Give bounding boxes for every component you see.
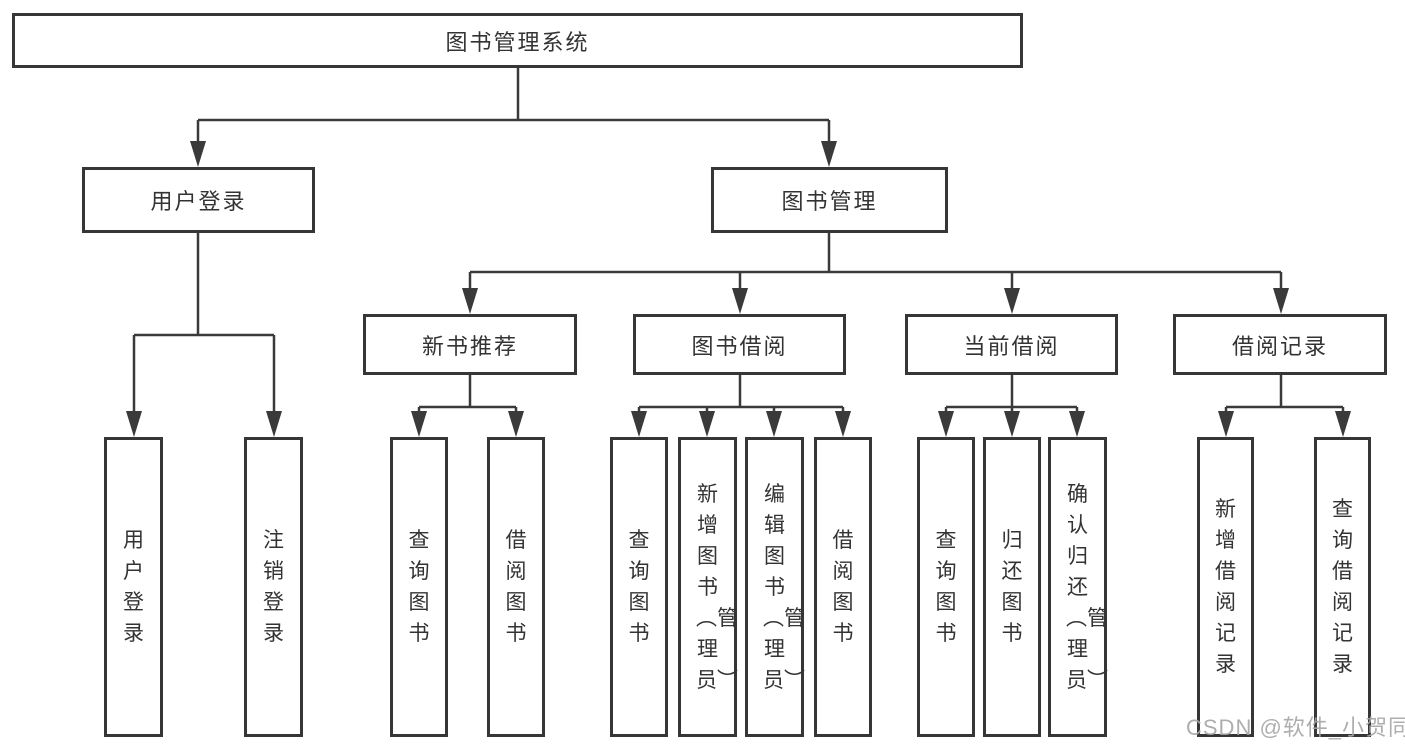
leaf-br-query-record-label: 查询借阅记录 xyxy=(1332,498,1353,676)
leaf-cb-return-books: 归还图书 xyxy=(983,437,1041,737)
leaf-br-add-record-label: 新增借阅记录 xyxy=(1215,498,1236,676)
leaf-logout: 注销登录 xyxy=(244,437,303,737)
leaf-bb-query-books: 查询图书 xyxy=(610,437,668,737)
leaf-rec-borrow-books-label: 借阅图书 xyxy=(505,529,527,645)
leaf-bb-query-books-label: 查询图书 xyxy=(628,529,650,645)
leaf-user-login-label: 用户登录 xyxy=(123,529,144,645)
leaf-rec-query-books: 查询图书 xyxy=(390,437,448,737)
node-root: 图书管理系统 xyxy=(12,13,1023,68)
node-borrow-records-label: 借阅记录 xyxy=(1231,333,1328,359)
node-user-login-label: 用户登录 xyxy=(150,189,247,214)
node-book-management-label: 图书管理 xyxy=(781,189,878,214)
node-current-borrowing: 当前借阅 xyxy=(905,314,1118,375)
node-new-book-recommend-label: 新书推荐 xyxy=(421,333,518,359)
node-book-borrowing: 图书借阅 xyxy=(633,314,846,375)
leaf-rec-borrow-books: 借阅图书 xyxy=(487,437,545,737)
node-user-login: 用户登录 xyxy=(82,167,315,233)
node-borrow-records: 借阅记录 xyxy=(1173,314,1387,375)
leaf-cb-confirm-return-admin: 确认归还︵管理员︶ xyxy=(1048,437,1108,737)
leaf-bb-edit-books-admin-label: 编辑图书︵管理员︶ xyxy=(763,482,805,692)
leaf-br-add-record: 新增借阅记录 xyxy=(1197,437,1254,737)
leaf-cb-confirm-return-admin-label: 确认归还︵管理员︶ xyxy=(1066,482,1108,692)
leaf-bb-add-books-admin-label: 新增图书︵管理员︶ xyxy=(696,482,738,692)
leaf-cb-query-books: 查询图书 xyxy=(917,437,975,737)
leaf-rec-query-books-label: 查询图书 xyxy=(408,529,430,645)
leaf-bb-borrow-books-label: 借阅图书 xyxy=(832,529,854,645)
leaf-br-query-record: 查询借阅记录 xyxy=(1314,437,1371,737)
node-current-borrowing-label: 当前借阅 xyxy=(963,333,1060,359)
leaf-bb-add-books-admin: 新增图书︵管理员︶ xyxy=(678,437,738,737)
leaf-cb-return-books-label: 归还图书 xyxy=(1001,529,1023,645)
node-new-book-recommend: 新书推荐 xyxy=(363,314,577,375)
leaf-cb-query-books-label: 查询图书 xyxy=(935,529,957,645)
leaf-user-login: 用户登录 xyxy=(104,437,163,737)
leaf-logout-label: 注销登录 xyxy=(263,529,284,645)
node-book-borrowing-label: 图书借阅 xyxy=(691,333,788,359)
node-book-management: 图书管理 xyxy=(711,167,948,233)
leaf-bb-borrow-books: 借阅图书 xyxy=(814,437,872,737)
leaf-bb-edit-books-admin: 编辑图书︵管理员︶ xyxy=(745,437,805,737)
watermark: CSDN @软件_小贺同学 xyxy=(1186,715,1405,740)
node-root-label: 图书管理系统 xyxy=(445,29,590,55)
